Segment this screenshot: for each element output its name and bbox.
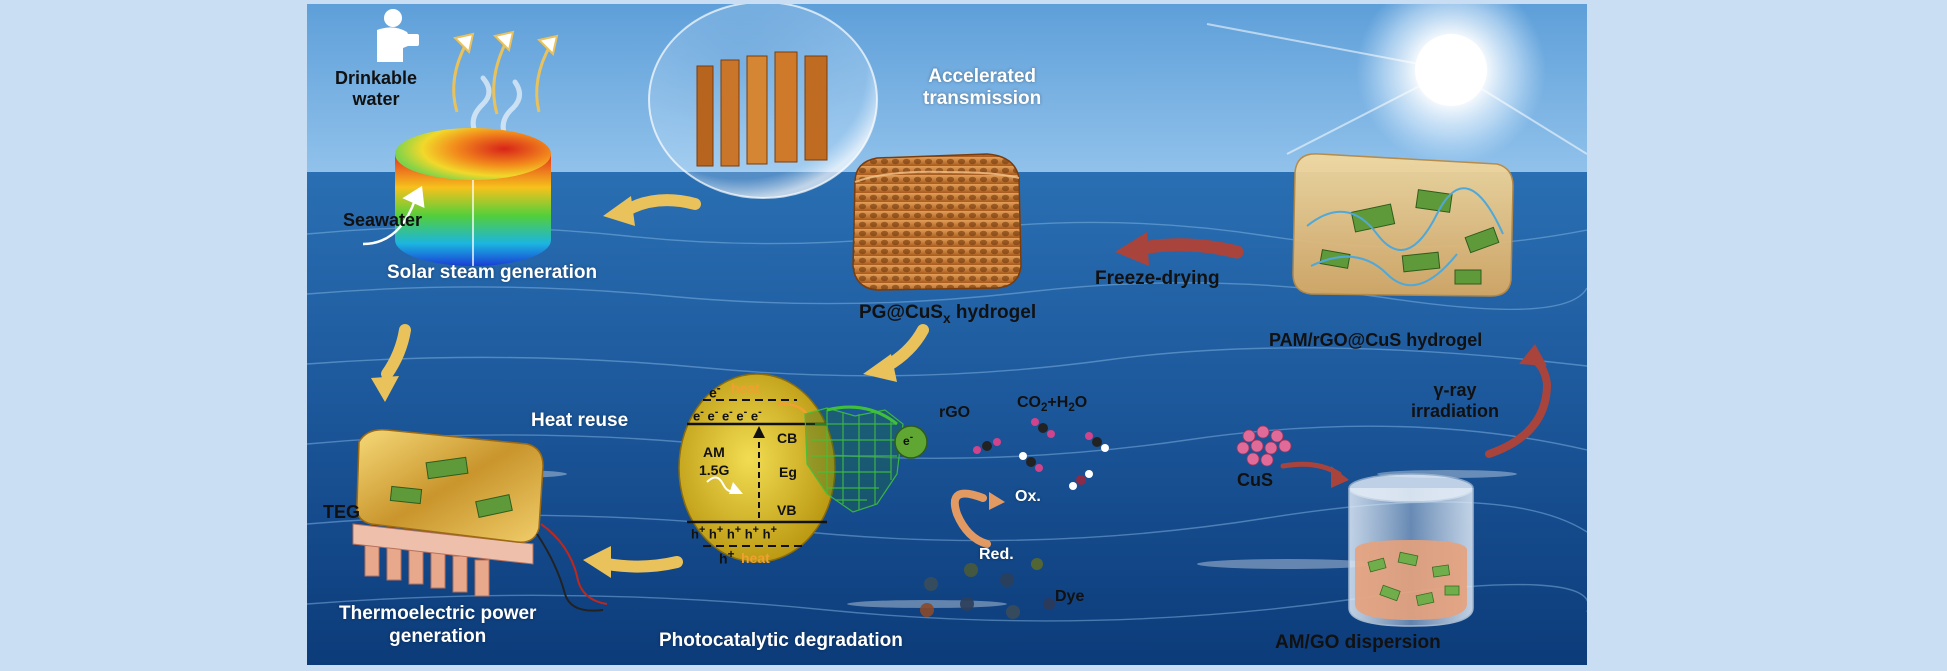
steam-arrows [452, 39, 553, 115]
label-heat-reuse: Heat reuse [531, 410, 629, 431]
band-am-label: AM [703, 444, 725, 460]
steam-arrowheads [453, 30, 559, 56]
label-drinkable-water: Drinkable water [335, 68, 418, 109]
transmission-bubble [648, 4, 878, 199]
dye-molecules [920, 558, 1055, 619]
band-electrons-cb: e- e- e- e- e- [693, 406, 762, 424]
arrow-photocatalysis-to-teg [601, 556, 683, 573]
band-holes-vb: h+ h+ h+ h+ h+ [691, 524, 777, 542]
arrowhead-cus-to-beaker [1331, 466, 1349, 488]
band-heat-bottom: heat [741, 550, 770, 566]
heat-flow-arrow [776, 402, 808, 415]
pg-cusx-sponge [852, 153, 1022, 291]
label-reduction: Red. [979, 546, 1014, 563]
arrow-sponge-to-steam [621, 194, 701, 216]
seawater-circular-arrow [362, 185, 425, 246]
arrow-freeze-drying [1136, 238, 1244, 259]
pam-rgo-cus-hydrogel [1292, 153, 1514, 297]
figure-panel: Drinkable water Seawater Solar steam gen… [307, 4, 1587, 665]
label-rgo: rGO [939, 404, 971, 421]
arrowhead-sponge-to-steam [603, 196, 635, 226]
teg-device [352, 429, 608, 612]
label-freeze-drying: Freeze-drying [1095, 268, 1220, 289]
cus-particles [1236, 425, 1292, 467]
band-hole-bottom: h+ [719, 548, 735, 567]
band-vb-label: VB [777, 502, 797, 518]
person-drinking-icon [377, 9, 419, 62]
arrowhead-freeze-drying [1115, 232, 1149, 266]
label-pg-cusx-hydrogel: PG@CuSx hydrogel [859, 302, 1037, 326]
band-diagram [678, 373, 836, 563]
label-dye: Dye [1055, 588, 1085, 605]
band-am-value: 1.5G [699, 462, 730, 478]
label-teg: TEG [323, 502, 361, 522]
label-oxidation: Ox. [1015, 488, 1041, 505]
label-co2-h2o: CO2+H2O [1017, 394, 1088, 415]
arrow-gamma-ray [1485, 356, 1552, 458]
band-heat-top: heat [731, 380, 760, 396]
arrowhead-gamma-ray [1519, 344, 1547, 366]
band-cb-label: CB [777, 430, 798, 446]
label-am-go-dispersion: AM/GO dispersion [1275, 632, 1441, 653]
beaker [1348, 473, 1474, 627]
excitation-arrowhead [753, 426, 765, 438]
arrowhead-steam-to-teg [371, 376, 399, 402]
band-eg-label: Eg [779, 464, 797, 480]
electron-transfer-arrow [826, 405, 898, 426]
product-molecules [973, 418, 1109, 490]
label-seawater: Seawater [343, 210, 423, 230]
diagram-graphics [307, 4, 1587, 665]
steam-wisps [470, 75, 522, 143]
label-cus: CuS [1237, 470, 1273, 490]
heat-sink-fins [364, 539, 490, 597]
rgo-sheet [804, 407, 904, 513]
sun-rays [1206, 23, 1587, 155]
transferred-electron [894, 425, 928, 459]
redox-arrow [950, 489, 991, 548]
evaporator-cylinder [395, 128, 551, 266]
band-electron-top: e- [709, 382, 721, 401]
label-pam-hydrogel: PAM/rGO@CuS hydrogel [1269, 330, 1483, 350]
label-thermoelectric: Thermoelectric power generation [339, 603, 537, 647]
redox-arrowhead [989, 492, 1005, 510]
aligned-channel-sheets [696, 51, 828, 167]
arrowhead-photocatalysis-to-teg [583, 546, 611, 578]
light-arrowhead [729, 482, 743, 494]
label-gamma-ray: γ-ray irradiation [1411, 380, 1500, 421]
label-solar-steam: Solar steam generation [387, 262, 598, 283]
transferred-electron-label: e- [903, 432, 914, 448]
arrowhead-sponge-to-photocatalysis [863, 354, 897, 382]
label-photocatalytic-degradation: Photocatalytic degradation [659, 630, 903, 651]
arrow-steam-to-teg [381, 324, 411, 380]
label-accelerated-transmission: Accelerated transmission [923, 66, 1042, 109]
